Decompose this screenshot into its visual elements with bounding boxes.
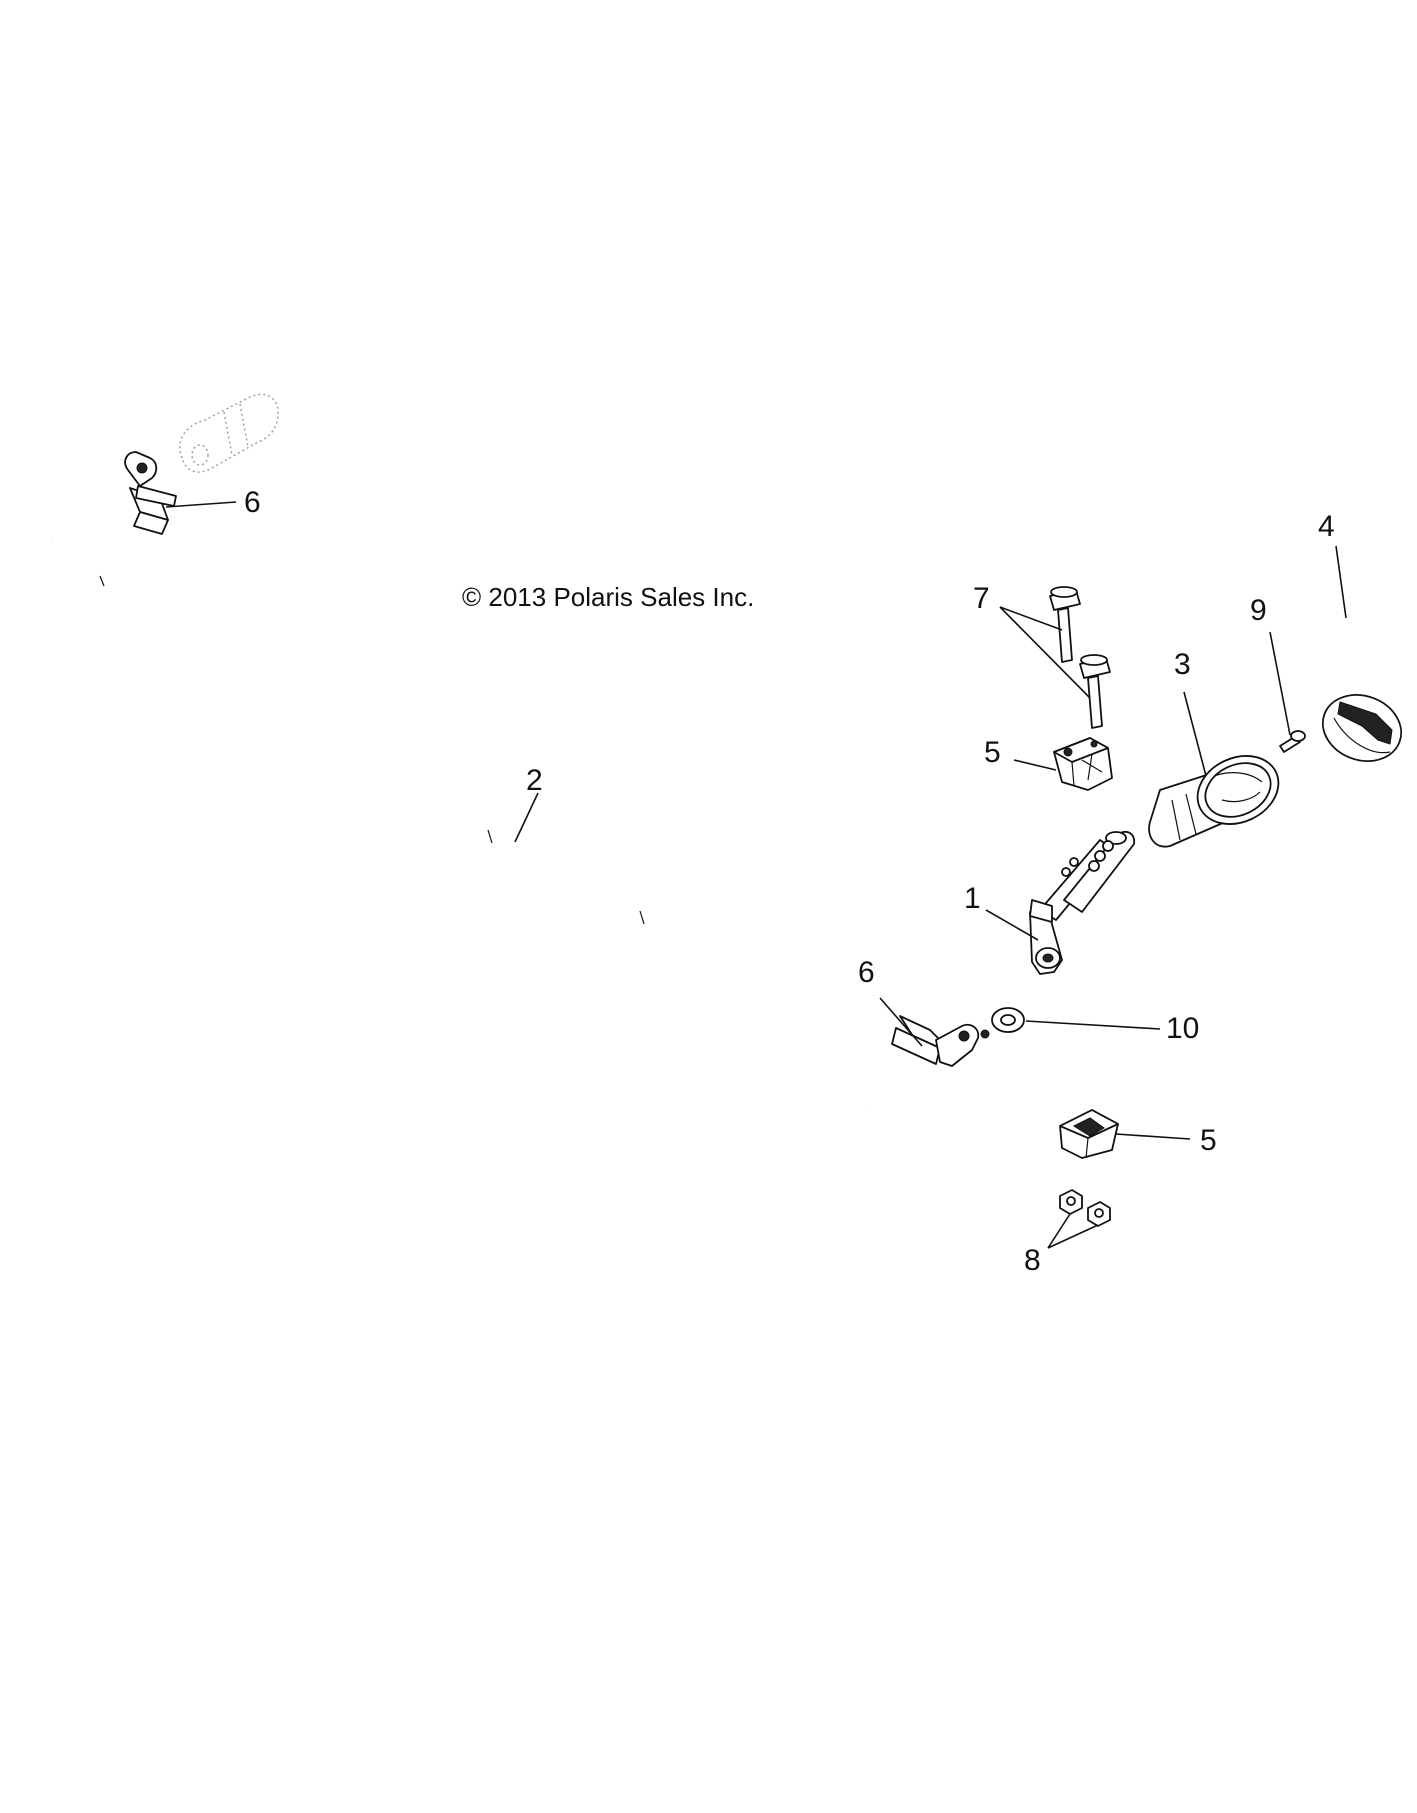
- part-6-rod-clip-upper[interactable]: [124, 451, 177, 535]
- part-10-washer[interactable]: [991, 1007, 1025, 1033]
- part-5-bushing-lower[interactable]: [1059, 1109, 1119, 1159]
- callout-7: 7: [973, 582, 990, 615]
- phantom-boot: [179, 393, 279, 473]
- callout-2: 2: [526, 764, 543, 797]
- leader-lines: [165, 501, 1347, 1249]
- part-2-shift-rod[interactable]: [45, 535, 873, 1120]
- callout-8: 8: [1024, 1244, 1041, 1277]
- callout-4: 4: [1318, 510, 1335, 543]
- part-1-shift-lever[interactable]: [1029, 830, 1136, 975]
- part-7-bolts[interactable]: [1049, 586, 1111, 729]
- part-8-nuts[interactable]: [1059, 1189, 1111, 1227]
- callout-10: 10: [1166, 1012, 1199, 1045]
- callout-6-upper: 6: [244, 486, 261, 519]
- callout-5-upper: 5: [984, 736, 1001, 769]
- part-4-knob-cap[interactable]: [1313, 684, 1410, 772]
- callout-5-lower: 5: [1200, 1124, 1217, 1157]
- callout-6-lower: 6: [858, 956, 875, 989]
- callout-3: 3: [1174, 648, 1191, 681]
- part-3-shift-boot[interactable]: [1148, 743, 1290, 848]
- callout-1: 1: [964, 882, 981, 915]
- callout-9: 9: [1250, 594, 1267, 627]
- part-5-bushing-upper[interactable]: [1053, 737, 1113, 791]
- part-6-rod-clip-lower[interactable]: [891, 1015, 990, 1067]
- copyright-notice: © 2013 Polaris Sales Inc.: [462, 582, 754, 612]
- part-9-screw[interactable]: [1279, 730, 1306, 753]
